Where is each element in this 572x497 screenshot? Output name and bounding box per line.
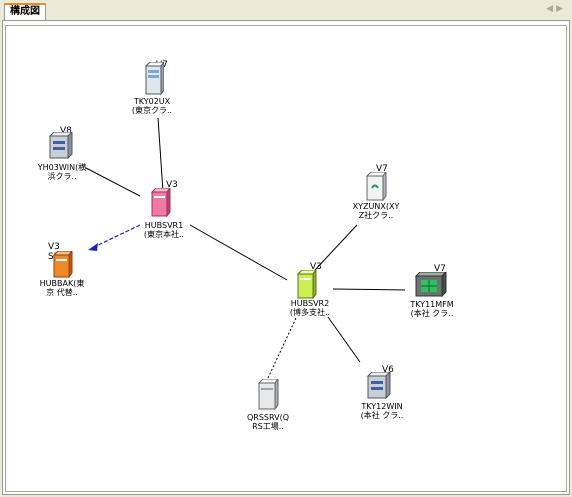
version-label: V7 [376,164,388,174]
node-location: (本社 クラ.. [360,411,404,420]
tab-configuration-diagram[interactable]: 構成図 [4,3,46,20]
node-location: RS工場.. [252,422,284,431]
node-name: HUBSVR2 [290,299,330,308]
tab-bar: 構成図 ◀▶ [0,0,572,20]
unix-server-icon [365,172,387,202]
node-name: TKY12WIN [361,402,403,411]
node-name: TKY11MFM [410,300,454,309]
version-label: V3 [310,262,322,272]
tab-next-icon[interactable]: ▶ [556,4,566,14]
node-name: HUBBAK(東 [39,279,85,288]
node-name: XYZUNX(XY [352,202,400,211]
node-location: (博多支社.. [289,308,331,317]
server-tower-icon [257,379,279,411]
node-location: (東京本社.. [143,230,185,239]
node-location: 京 代替.. [46,288,78,297]
node-name: YH03WIN(横 [37,163,87,172]
backup-server-icon [52,251,73,279]
node-location: (東京クラ.. [131,106,173,115]
hub-server-icon [150,188,171,218]
node-name: QRSSRV(Q [246,413,290,422]
version-label: V7 [434,264,446,274]
node-location: 浜クラ.. [47,172,77,181]
version-label: V6 [382,365,394,375]
node-name: TKY02UX [133,97,171,106]
tab-scroll-arrows: ◀▶ [546,4,566,14]
tab-prev-icon[interactable]: ◀ [546,4,557,14]
server-tower-icon [144,62,164,96]
node-location: (本社 クラ.. [410,309,454,318]
node-location: Z社クラ.. [358,211,394,220]
server-workstation-icon [48,132,73,160]
version-label: V8 [60,126,72,136]
hub-server-icon [296,270,317,300]
mainframe-icon [414,272,447,298]
version-label: V3 [166,180,178,190]
server-workstation-icon [366,372,391,400]
node-name: HUBSVR1 [144,221,184,230]
